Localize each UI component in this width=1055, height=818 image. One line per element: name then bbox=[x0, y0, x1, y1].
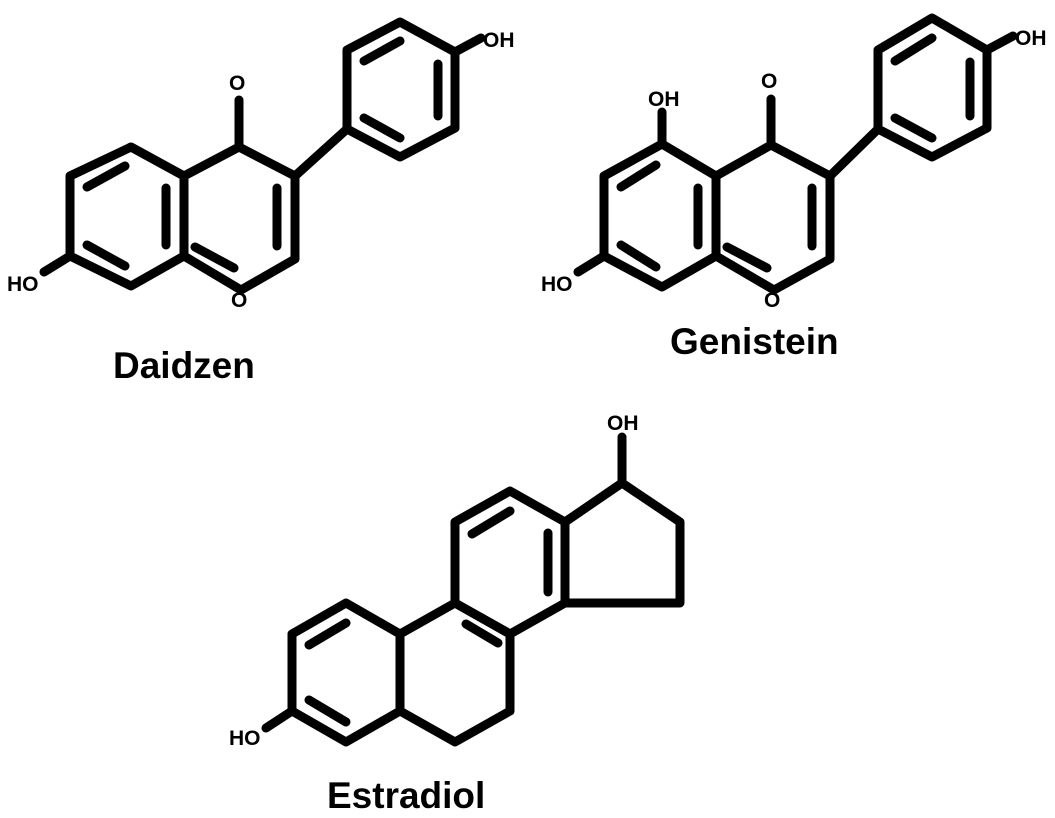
molecule-genistein: OH OH HO O O Genistein bbox=[541, 13, 1047, 362]
daidzen-benzo-ring bbox=[65, 142, 189, 291]
genistein-carbonyl-o-label: O bbox=[761, 70, 777, 93]
estradiol-ring-d bbox=[560, 478, 685, 608]
estradiol-hydroxyl-bonds bbox=[261, 432, 627, 733]
genistein-hydroxyl-bonds bbox=[573, 31, 1018, 277]
genistein-ring-o-label: O bbox=[764, 289, 780, 312]
estradiol-caption: Estradiol bbox=[327, 775, 485, 813]
molecule-daidzen: OH HO O O Daidzen bbox=[7, 17, 515, 386]
estradiol-ring-c bbox=[450, 486, 570, 639]
genistein-ho-left-label: HO bbox=[541, 273, 573, 296]
daidzen-ring-o-label: O bbox=[231, 289, 247, 312]
genistein-phenyl-ring bbox=[873, 13, 992, 162]
daidzen-ho-left-label: HO bbox=[7, 273, 39, 296]
estradiol-ring-b bbox=[395, 598, 515, 747]
molecule-estradiol: OH HO Estradiol bbox=[229, 412, 685, 816]
estradiol-oh-top-label: OH bbox=[607, 412, 639, 435]
daidzen-carbonyl-o-label: O bbox=[229, 72, 245, 95]
genistein-phenyl-link bbox=[825, 124, 883, 181]
estradiol-ho-left-label: HO bbox=[229, 727, 261, 750]
daidzen-phenyl-ring bbox=[342, 17, 460, 162]
genistein-caption: Genistein bbox=[670, 321, 839, 362]
daidzen-oh-top-label: OH bbox=[483, 29, 515, 52]
genistein-pyranone-ring bbox=[711, 140, 835, 295]
genistein-oh-top-label: OH bbox=[1015, 27, 1047, 50]
daidzen-pyranone-ring bbox=[179, 142, 300, 295]
daidzen-hydroxyl-bonds bbox=[39, 33, 486, 277]
genistein-benzo-ring bbox=[599, 139, 721, 292]
daidzen-caption: Daidzen bbox=[113, 345, 255, 386]
estradiol-ring-a bbox=[287, 598, 405, 747]
genistein-oh-5-label: OH bbox=[648, 88, 680, 111]
daidzen-phenyl-link bbox=[290, 124, 352, 181]
